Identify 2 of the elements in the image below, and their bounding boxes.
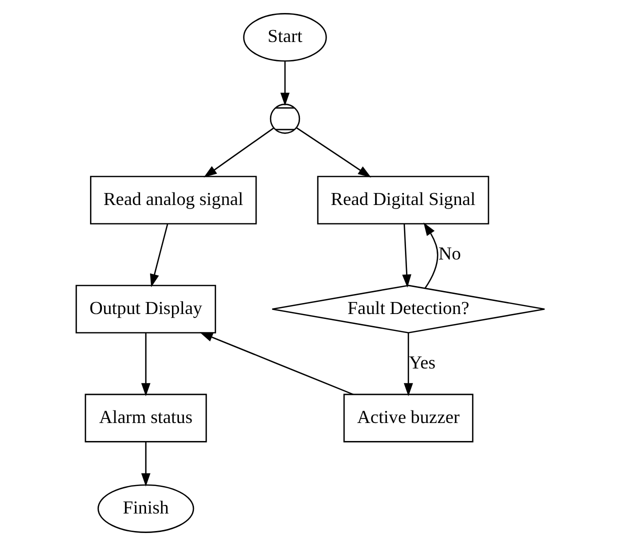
edge-label: No <box>438 243 461 264</box>
edge-label: Yes <box>408 352 436 372</box>
